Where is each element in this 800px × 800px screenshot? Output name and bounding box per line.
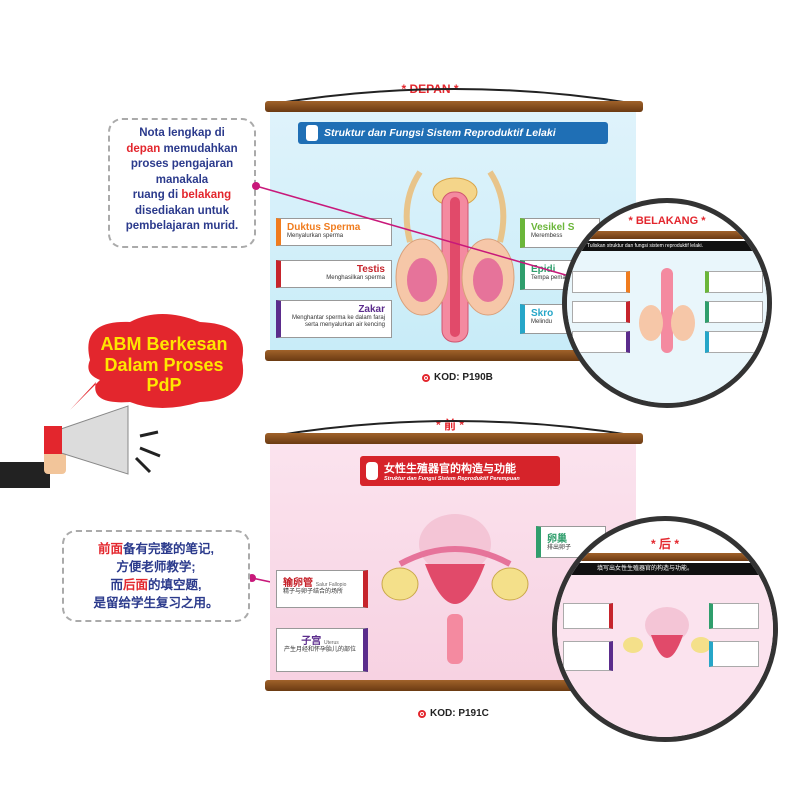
bottom-rod (265, 433, 643, 444)
bottom-bottom-rod (265, 680, 643, 691)
hanging-string (272, 88, 638, 105)
zoom-male-anatomy (639, 268, 695, 353)
zoom-blank-box (563, 603, 613, 629)
label-uterus: 子宫 Uterus 产生月经和怀孕胎儿的部位 (276, 628, 368, 672)
bottom-zoom-heading: * 后 * (650, 537, 679, 551)
label-zakar: Zakar Menghantar sperma ke dalam faraj s… (276, 300, 392, 338)
zoom-rod (567, 231, 767, 239)
bottom-zoom-circle: * 后 * 填写出女性生殖器官的构造与功能。 (552, 516, 778, 742)
female-title-cn: 女性生殖器官的构造与功能 (384, 463, 516, 475)
speech-bubble-shape (70, 314, 244, 410)
hanging-string-bottom (272, 420, 638, 437)
female-person-icon (366, 462, 378, 480)
top-kod: KOD: P190B (422, 372, 493, 383)
top-zoom-heading: * BELAKANG * (628, 215, 706, 227)
zoom-blank-box (705, 301, 763, 323)
male-title: Struktur dan Fungsi Sistem Reproduktif L… (324, 127, 556, 139)
top-zoom-circle: * BELAKANG * Tuliskan struktur dan fungs… (562, 198, 772, 408)
bottom-zoom-title: 填写出女性生殖器官的构造与功能。 (557, 563, 773, 575)
top-bottom-rod (265, 350, 643, 361)
zoom-blank-box (572, 331, 630, 353)
zoom-blank-box (709, 603, 759, 629)
top-rod (265, 101, 643, 112)
top-zoom-title: Tuliskan struktur dan fungsi sistem repr… (567, 241, 767, 251)
male-person-icon (306, 125, 318, 141)
zoom-blank-box (705, 331, 763, 353)
kod-bullet-icon (418, 709, 426, 718)
bottom-kod: KOD: P191C (418, 708, 489, 719)
zoom-blank-box (572, 301, 630, 323)
bottom-note-box: 前面备有完整的笔记, 方便老师教学; 而后面的填空题, 是留给学生复习之用。 (62, 530, 250, 622)
kod-bullet-icon (422, 373, 430, 382)
top-note-box: Nota lengkap di depan memudahkan proses … (108, 118, 256, 248)
megaphone-icon (0, 405, 161, 488)
female-anatomy-illustration (381, 514, 529, 664)
zoom-blank-box (705, 271, 763, 293)
label-testis: Testis Menghasilkan sperma (276, 260, 392, 288)
zoom-blank-box (563, 641, 613, 671)
zoom-rod (557, 553, 773, 561)
speech-bubble-text: ABM Berkesan Dalam Proses PdP (100, 334, 228, 396)
label-duktus-sperma: Duktus Sperma Menyalurkan sperma (276, 218, 392, 246)
female-title-banner: 女性生殖器官的构造与功能 Struktur dan Fungsi Sistem … (360, 456, 560, 486)
zoom-blank-box (572, 271, 630, 293)
male-title-banner: Struktur dan Fungsi Sistem Reproduktif L… (298, 122, 608, 144)
label-fallopian-tube: 输卵管 Salur Fallopio 精子与卵子结合的场所 (276, 570, 368, 608)
male-anatomy-illustration (395, 170, 515, 343)
zoom-female-anatomy (623, 607, 711, 658)
female-title-sub: Struktur dan Fungsi Sistem Reproduktif P… (384, 476, 520, 482)
zoom-blank-box (709, 641, 759, 667)
